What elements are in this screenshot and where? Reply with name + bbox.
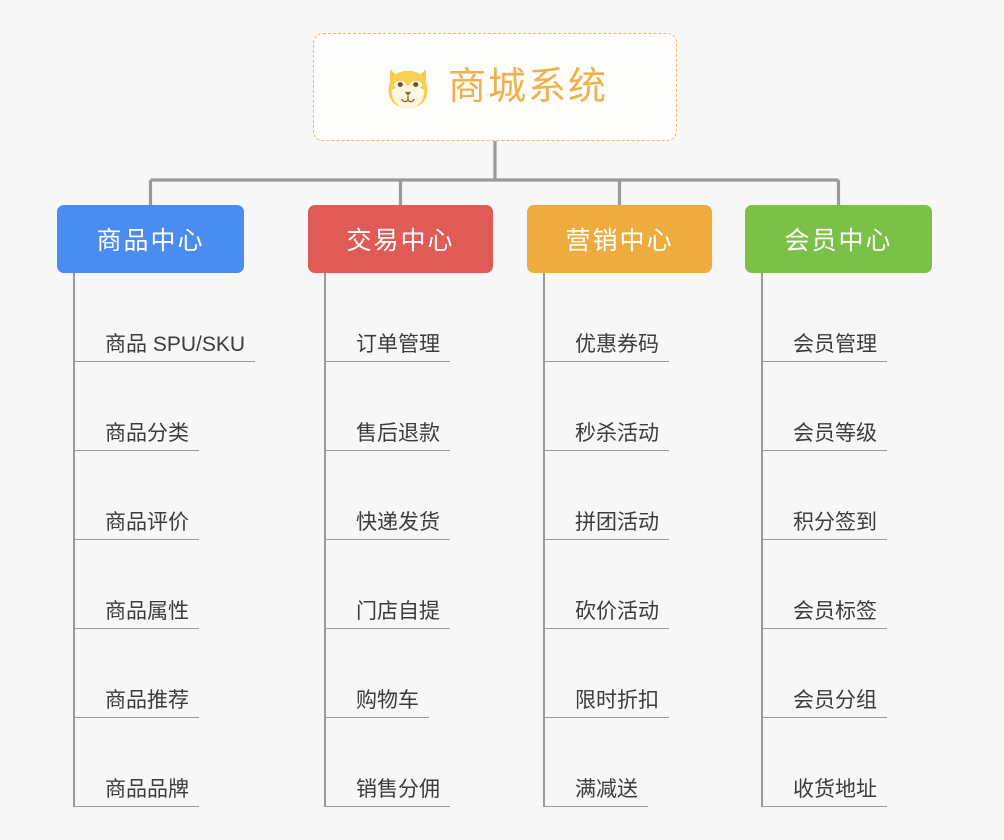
leaf-item[interactable]: 门店自提 (308, 540, 493, 629)
leaf-item-label: 限时折扣 (543, 690, 669, 718)
leaf-item[interactable]: 秒杀活动 (527, 362, 712, 451)
leaf-item[interactable]: 销售分佣 (308, 718, 493, 807)
leaf-item-label: 收货地址 (761, 779, 887, 807)
leaf-item-label: 商品推荐 (73, 690, 199, 718)
leaf-item-label: 订单管理 (324, 334, 450, 362)
leaf-list-marketing-center: 优惠券码秒杀活动拼团活动砍价活动限时折扣满减送 (527, 273, 712, 807)
category-column-marketing-center: 营销中心优惠券码秒杀活动拼团活动砍价活动限时折扣满减送 (527, 205, 712, 807)
leaf-item-label: 门店自提 (324, 601, 450, 629)
category-box-trade-center[interactable]: 交易中心 (308, 205, 493, 273)
leaf-list-product-center: 商品 SPU/SKU 商品分类商品评价商品属性商品推荐商品品牌 (57, 273, 256, 807)
category-box-marketing-center[interactable]: 营销中心 (527, 205, 712, 273)
leaf-item-label: 售后退款 (324, 423, 450, 451)
leaf-item[interactable]: 商品分类 (57, 362, 244, 451)
leaf-item[interactable]: 积分签到 (745, 451, 932, 540)
leaf-item[interactable]: 商品品牌 (57, 718, 244, 807)
category-box-member-center[interactable]: 会员中心 (745, 205, 932, 273)
column-spine (324, 273, 326, 807)
leaf-item-label: 商品属性 (73, 601, 199, 629)
leaf-item-label: 商品分类 (73, 423, 199, 451)
leaf-item-label: 商品 SPU/SKU (73, 334, 256, 362)
leaf-item-label: 购物车 (324, 690, 429, 718)
leaf-item[interactable]: 优惠券码 (527, 273, 712, 362)
leaf-item-label: 会员管理 (761, 334, 887, 362)
leaf-item[interactable]: 会员等级 (745, 362, 932, 451)
leaf-item[interactable]: 商品推荐 (57, 629, 244, 718)
leaf-item[interactable]: 收货地址 (745, 718, 932, 807)
column-spine (761, 273, 763, 807)
leaf-item-label: 销售分佣 (324, 779, 450, 807)
leaf-list-member-center: 会员管理会员等级积分签到会员标签会员分组收货地址 (745, 273, 932, 807)
leaf-item[interactable]: 售后退款 (308, 362, 493, 451)
leaf-item-label: 优惠券码 (543, 334, 669, 362)
leaf-item-label: 会员等级 (761, 423, 887, 451)
leaf-item-label: 快递发货 (324, 512, 450, 540)
leaf-item[interactable]: 商品属性 (57, 540, 244, 629)
leaf-item[interactable]: 购物车 (308, 629, 493, 718)
leaf-item-label: 会员分组 (761, 690, 887, 718)
leaf-item-label: 砍价活动 (543, 601, 669, 629)
root-title: 商城系统 (447, 66, 608, 108)
category-column-product-center: 商品中心商品 SPU/SKU 商品分类商品评价商品属性商品推荐商品品牌 (57, 205, 256, 807)
leaf-item-label: 会员标签 (761, 601, 887, 629)
category-label: 会员中心 (784, 227, 893, 255)
category-column-trade-center: 交易中心订单管理售后退款快递发货门店自提购物车销售分佣 (308, 205, 493, 807)
leaf-item-label: 积分签到 (761, 512, 887, 540)
category-box-product-center[interactable]: 商品中心 (57, 205, 244, 273)
category-label: 营销中心 (565, 227, 674, 255)
leaf-item[interactable]: 订单管理 (308, 273, 493, 362)
root-node[interactable]: 商城系统 (313, 33, 677, 141)
leaf-item-label: 满减送 (543, 779, 648, 807)
leaf-item[interactable]: 砍价活动 (527, 540, 712, 629)
leaf-item-label: 商品评价 (73, 512, 199, 540)
column-spine (73, 273, 75, 807)
category-column-member-center: 会员中心会员管理会员等级积分签到会员标签会员分组收货地址 (745, 205, 932, 807)
leaf-item[interactable]: 会员标签 (745, 540, 932, 629)
leaf-item[interactable]: 商品评价 (57, 451, 244, 540)
leaf-item[interactable]: 满减送 (527, 718, 712, 807)
leaf-item-label: 秒杀活动 (543, 423, 669, 451)
leaf-item[interactable]: 快递发货 (308, 451, 493, 540)
leaf-item[interactable]: 会员管理 (745, 273, 932, 362)
shiba-dog-emoji (388, 69, 428, 109)
leaf-item[interactable]: 商品 SPU/SKU (57, 273, 256, 362)
leaf-list-trade-center: 订单管理售后退款快递发货门店自提购物车销售分佣 (308, 273, 493, 807)
leaf-item-label: 拼团活动 (543, 512, 669, 540)
leaf-item[interactable]: 拼团活动 (527, 451, 712, 540)
column-spine (543, 273, 545, 807)
leaf-item[interactable]: 会员分组 (745, 629, 932, 718)
category-label: 交易中心 (346, 227, 455, 255)
leaf-item-label: 商品品牌 (73, 779, 199, 807)
category-label: 商品中心 (96, 227, 205, 255)
leaf-item[interactable]: 限时折扣 (527, 629, 712, 718)
